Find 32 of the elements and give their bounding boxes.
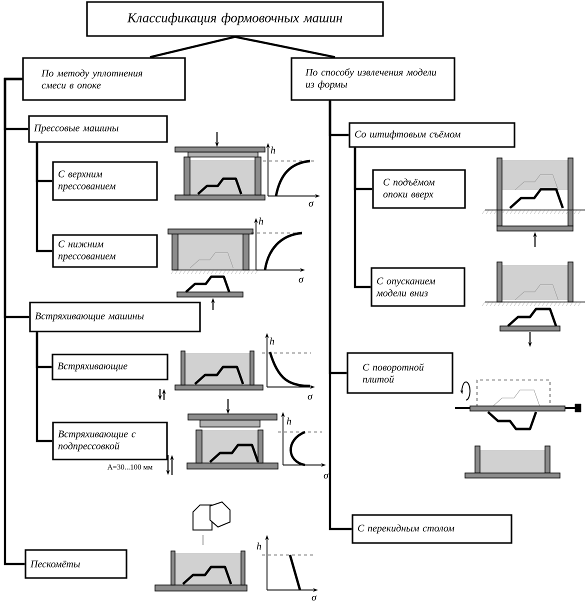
axis-label: σ	[312, 595, 317, 601]
category-box: По способу извлечения модели из формы	[290, 57, 456, 101]
axis-label: σ	[308, 394, 313, 400]
axis-label: σ	[298, 277, 304, 283]
category-box: Классификация формовочных машин	[86, 1, 384, 37]
category-box: Встряхивающие машины	[29, 302, 201, 332]
category-box: С нижним прессованием	[52, 234, 158, 268]
axis-label: h	[256, 542, 262, 550]
category-box: С опусканием модели вниз	[370, 267, 466, 307]
category-box: С подъёмом опоки вверх	[372, 169, 466, 209]
category-box: С перекидным столом	[352, 514, 512, 544]
axis-label: h	[270, 338, 274, 344]
axis-label: h	[258, 218, 264, 224]
category-box: Встряхивающие с подпрессовкой	[52, 422, 168, 460]
category-box: Встряхивающие	[52, 354, 168, 380]
category-box: С верхним прессованием	[52, 161, 158, 201]
category-box: Со штифтовым съёмом	[348, 122, 516, 148]
axis-label: σ	[324, 473, 329, 479]
category-box: Пескомёты	[24, 549, 128, 579]
connector-line	[4, 78, 25, 566]
axis-label: σ	[308, 201, 314, 207]
connector-line	[150, 36, 236, 58]
category-box: Прессовые машины	[28, 115, 168, 143]
connector-line	[234, 36, 336, 58]
connector-line	[36, 332, 52, 442]
axis-label: h	[286, 418, 292, 424]
category-box: По методу уплотнения смеси в опоке	[22, 57, 186, 101]
axis-label: h	[270, 146, 276, 154]
connector-line	[354, 148, 371, 288]
connector-line	[328, 100, 352, 530]
connector-line	[36, 142, 52, 252]
category-box: С поворотной плитой	[346, 352, 454, 394]
